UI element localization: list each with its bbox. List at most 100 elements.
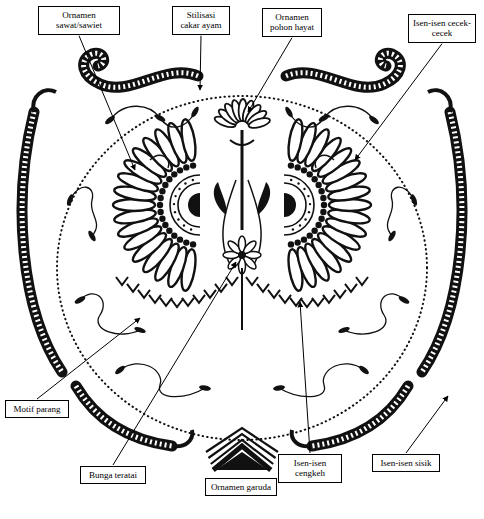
leaf (358, 364, 370, 376)
cecek-dot (320, 209, 326, 215)
naga-band (312, 386, 408, 446)
wing-arc (284, 175, 314, 235)
sisik-scale (193, 295, 205, 303)
cecek-dot (177, 218, 179, 220)
cecek-dot (309, 203, 311, 205)
cecek-dot (304, 218, 306, 220)
wing-arc (178, 183, 200, 227)
label-text: Ornamen garuda (209, 482, 273, 492)
cecek-dot (301, 167, 307, 173)
cecek-dot (177, 167, 183, 173)
leader-arrow (248, 38, 292, 112)
cecek-dot (301, 236, 307, 242)
leaf (114, 364, 126, 376)
cecek-dot (307, 232, 313, 238)
naga-scales (84, 53, 198, 87)
label-box: Isen-isen cecek-cecek (408, 14, 476, 43)
vine (315, 155, 334, 168)
naga-band (22, 112, 62, 372)
wing-arc (284, 183, 306, 227)
cecek-dot (190, 241, 196, 247)
label-box: Ornamen sawat/sawiet (38, 6, 120, 35)
sisik-scale (149, 295, 161, 303)
label-text: Ornamen sawat/sawiet (42, 10, 116, 31)
label-text: Bunga teratai (84, 470, 142, 480)
naga-tail (172, 430, 192, 446)
cecek-dot (308, 211, 310, 213)
sisik-scale (312, 298, 324, 306)
label-box: Ornamen garuda (205, 478, 277, 496)
sisik-scale (323, 295, 335, 303)
naga-scales (22, 112, 62, 372)
bunga-teratai (223, 236, 261, 330)
cecek-dot (320, 195, 326, 201)
label-box: Stilisasi cakar ayam (172, 6, 230, 35)
dotted-outline (57, 96, 427, 440)
cecek-dot (311, 176, 317, 182)
cecek-dot (294, 164, 300, 170)
cecek-dot (157, 195, 163, 201)
cecek-dot (159, 188, 165, 194)
sisik-scale (171, 299, 183, 307)
cecek-dot (299, 224, 301, 226)
leaf (66, 194, 75, 207)
wing-eye (188, 193, 200, 217)
sisik-scale (246, 277, 258, 285)
flower-stem (241, 268, 243, 330)
cecek-dot (166, 228, 172, 234)
left-half (22, 53, 238, 446)
leaf (190, 106, 200, 119)
wing-feather (179, 118, 198, 161)
cecek-dot (157, 202, 163, 208)
sisik-scale (116, 277, 128, 285)
naga-tail (428, 90, 451, 112)
cecek-dot (321, 202, 327, 208)
label-text: Isen-isen sisik (376, 458, 436, 468)
cecek-dot (159, 215, 165, 221)
cecek-dot (292, 228, 294, 230)
sisik-scale (345, 284, 357, 292)
vine (279, 364, 364, 397)
vine (80, 294, 140, 334)
leader-arrow (37, 318, 140, 399)
leaf (284, 106, 294, 119)
leader-arrow (300, 302, 310, 453)
cecek-dot (297, 182, 299, 184)
cecek-dot (183, 239, 189, 245)
leaf (199, 384, 212, 391)
cecek-dot (315, 222, 321, 228)
naga-band (84, 53, 198, 87)
naga-scales (422, 112, 462, 372)
naga-band (286, 53, 400, 87)
cecek-dot (318, 188, 324, 194)
cecek-dot (162, 222, 168, 228)
naga-band (422, 112, 462, 372)
chevron-line (213, 446, 271, 470)
label-text: Motif parang (9, 404, 65, 414)
sisik-scale (138, 290, 150, 298)
label-box: Isen-isen sisik (372, 454, 440, 472)
leader-arrow (79, 36, 135, 170)
cecek-dot (171, 171, 177, 177)
vine (120, 364, 205, 397)
sisik-scale (257, 284, 269, 292)
cecek-dot (315, 182, 321, 188)
garuda-chevron (206, 428, 278, 470)
cecek-dot (173, 203, 175, 205)
leaf (410, 194, 419, 207)
cecek-dot (290, 179, 292, 181)
cecek-dot (192, 179, 194, 181)
cecek-dot (157, 209, 163, 215)
sisik-scale (268, 290, 280, 298)
label-box: Bunga teratai (80, 466, 146, 484)
vine (70, 187, 97, 236)
label-box: Isen-isen cengkeh (278, 454, 342, 483)
pohon-hayat (213, 99, 271, 230)
leader-arrow (406, 396, 448, 453)
label-text: Isen-isen cengkeh (282, 458, 338, 479)
sisik-scale (226, 277, 238, 285)
cecek-dot (190, 162, 196, 168)
label-text: Stilisasi cakar ayam (176, 10, 226, 31)
